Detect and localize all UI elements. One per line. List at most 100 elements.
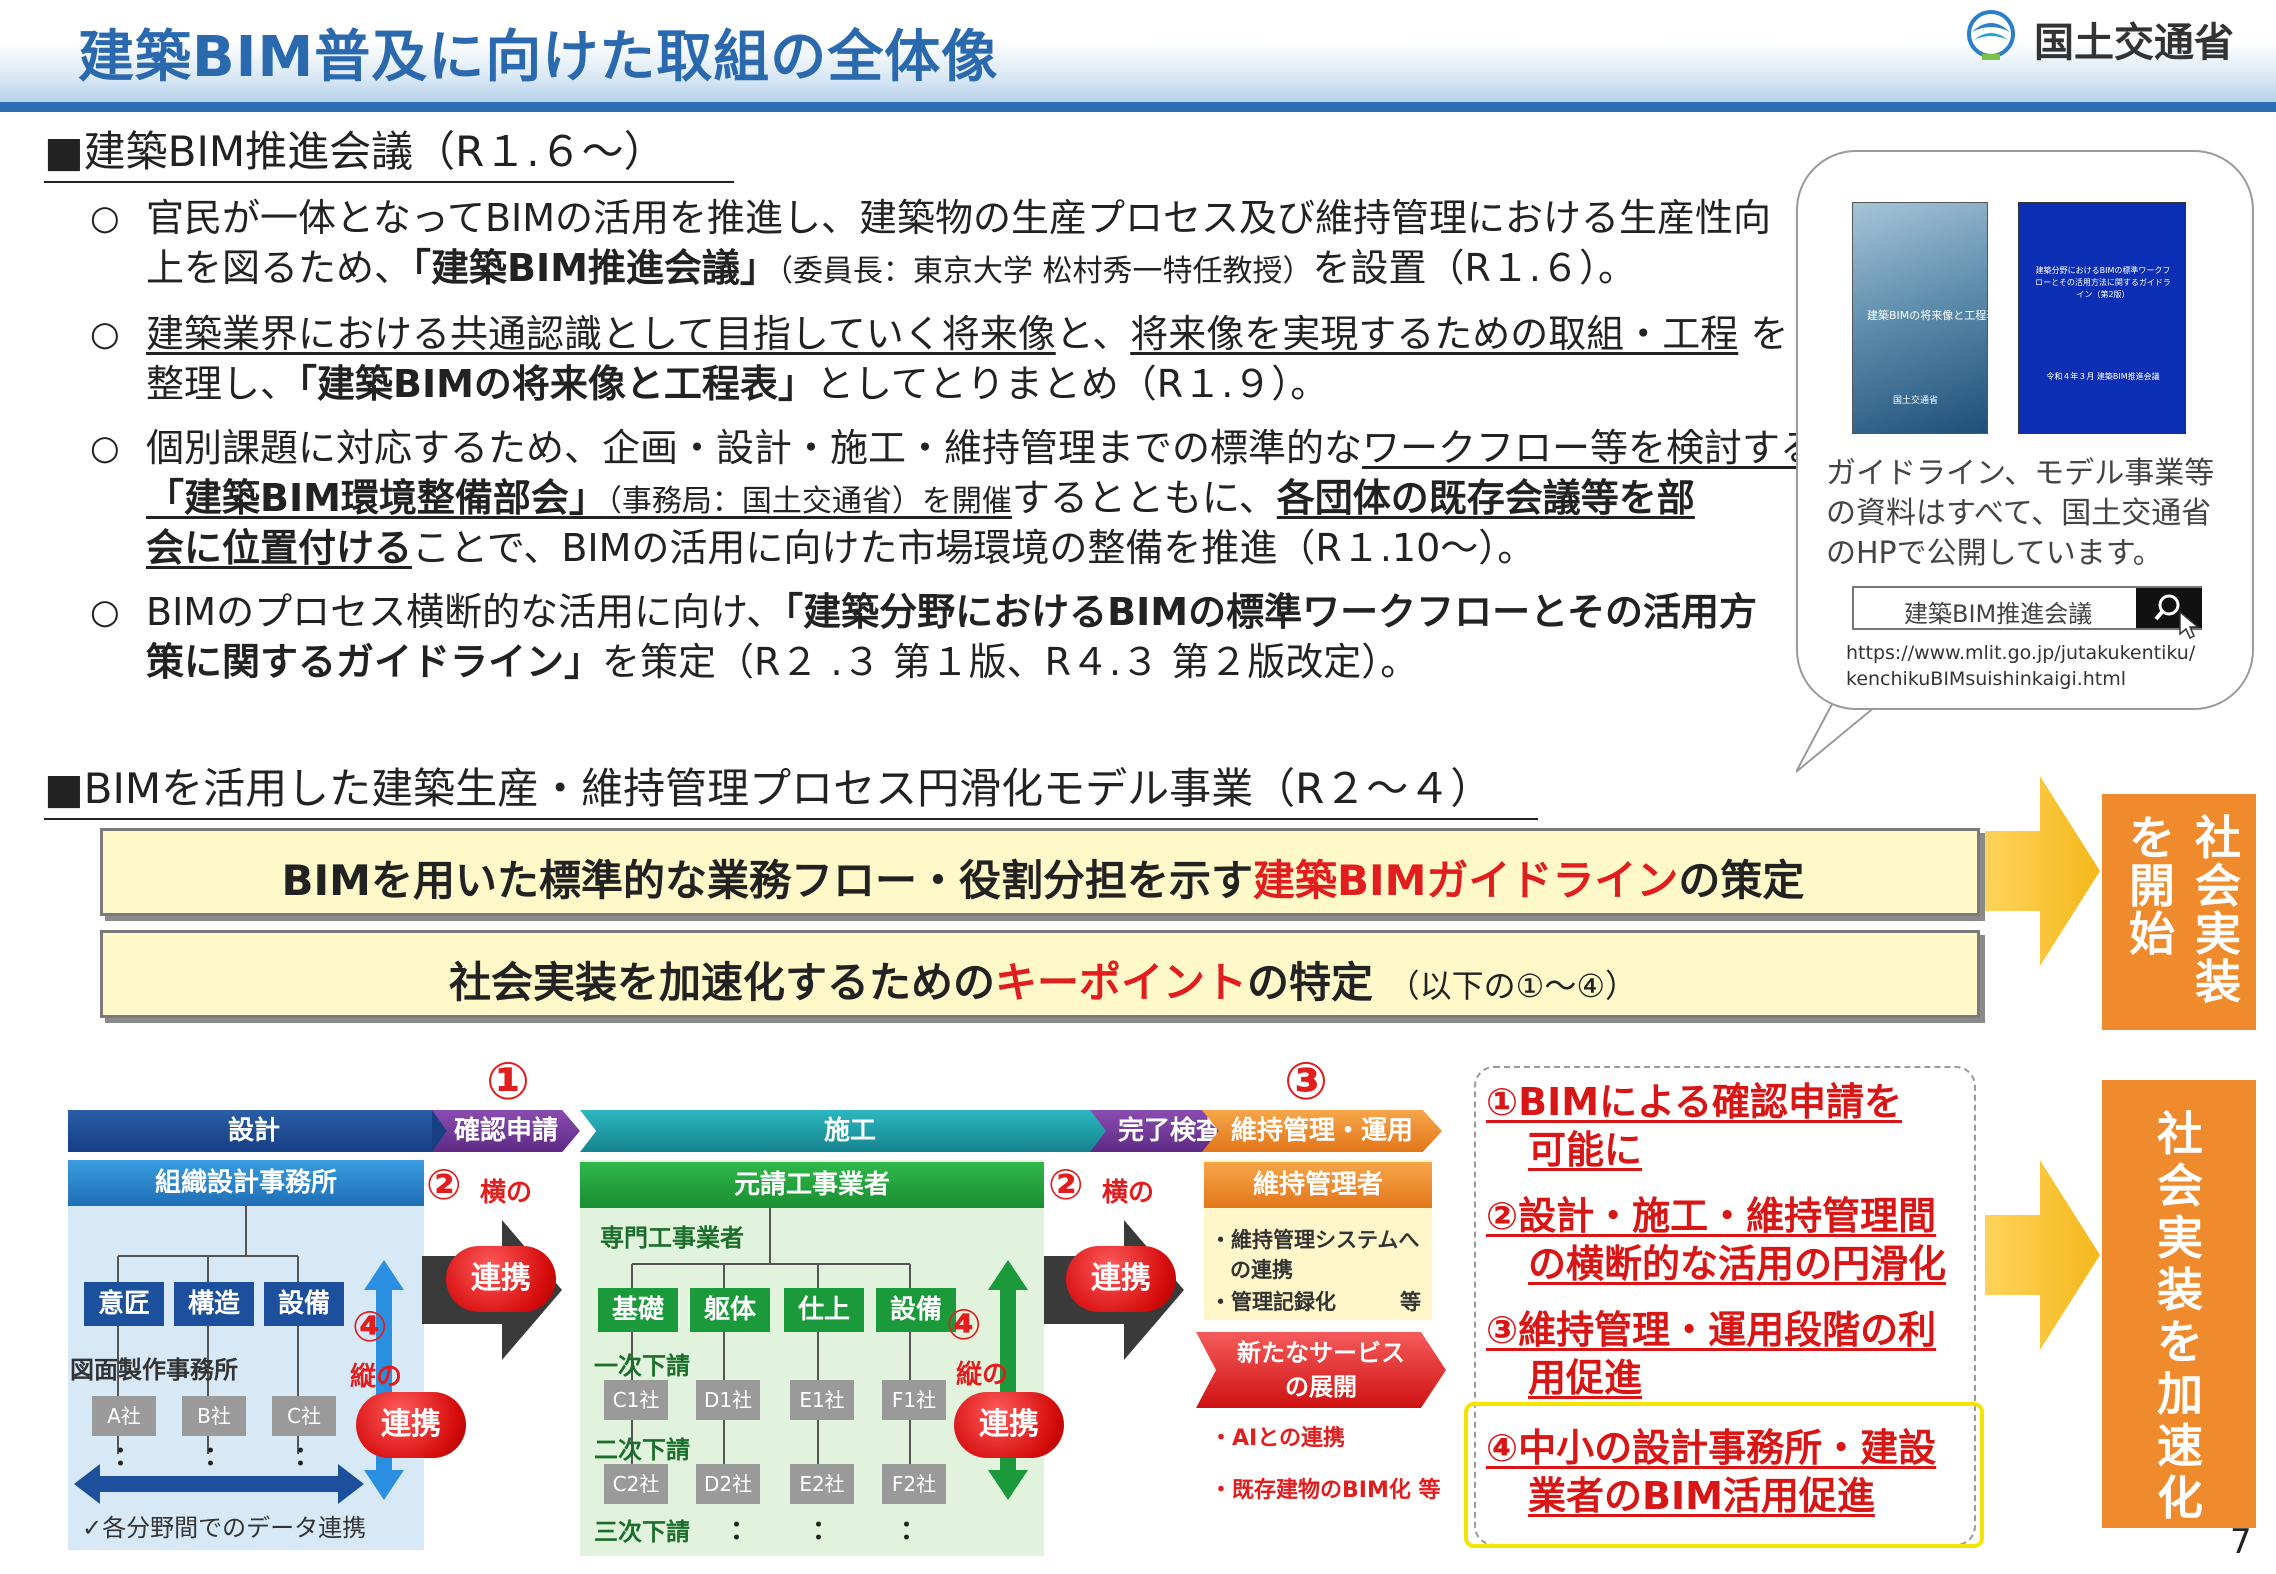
section1-heading: ■建築BIM推進会議（R１.６～）	[44, 118, 734, 183]
key-number-3: ③	[1284, 1052, 1329, 1112]
text-run-red: 建築BIMガイドライン	[1252, 856, 1679, 905]
phase-arrow-icon	[432, 1110, 452, 1152]
company-d2: D2社	[696, 1464, 760, 1504]
maint-etc: 等	[1400, 1290, 1421, 1314]
new-service-line: 新たなサービス	[1237, 1339, 1405, 1367]
data-link-label: ✓各分野間でのデータ連携	[82, 1514, 367, 1542]
cursor-pointer-icon	[2179, 610, 2200, 640]
design-office-header: 組織設計事務所	[68, 1160, 424, 1206]
big-arrow-right-icon	[1985, 776, 2100, 966]
text-run: 上を図るため、	[146, 246, 413, 290]
section2-heading: ■BIMを活用した建築生産・維持管理プロセス円滑化モデル事業（R２～４）	[44, 755, 1538, 820]
roadmap-book-cover: 建築BIMの将来像と工程表 国土交通省	[1852, 202, 1998, 434]
text-run-bold: 「建築分野におけるBIMの標準ワークフローとその活用方	[784, 590, 1757, 634]
search-icon	[2154, 594, 2180, 621]
text-run-bold: 「建築BIM環境整備部会」	[146, 476, 607, 520]
book-publisher: 国土交通省	[1893, 396, 1939, 406]
logo-text: 国土交通省	[2034, 20, 2234, 66]
keypoints-panel	[1474, 1066, 1976, 1546]
text-run: 官民が一体となってBIMの活用を推進し、建築物の生産プロセス及び維持管理における…	[146, 196, 1772, 240]
bullet-line: 個別課題に対応するため、企画・設計・施工・維持管理までの標準的なワークフロー等を…	[146, 424, 1818, 472]
mlit-logo: 国土交通省	[1962, 6, 2262, 66]
new-service-header: 新たなサービス の展開	[1196, 1332, 1446, 1408]
renkei-cloud: 連携	[446, 1246, 556, 1312]
maint-item: ・管理記録化	[1210, 1290, 1336, 1314]
design-ishou: 意匠	[84, 1282, 164, 1326]
keypoint-2: ②設計・施工・維持管理間の横断的な活用の円滑化	[1486, 1192, 1976, 1288]
text-run-underline: 将来像を実現するための取組・工程	[1130, 312, 1739, 356]
vertical-text: 社会実装を加速化	[2157, 1107, 2203, 1525]
text-run-underline: 建築業界における共通認識として目指していく将来像	[146, 312, 1056, 356]
bim-process-diagram: 設計 確認申請 施工 完了検査 維持管理・運用 ① ③ 組織設計事務所 意匠 構…	[60, 1052, 1460, 1560]
trade-kiso: 基礎	[598, 1288, 678, 1332]
design-setsubi: 設備	[264, 1282, 344, 1326]
company-a: A社	[92, 1396, 156, 1436]
bullet-line: BIMのプロセス横断的な活用に向け、「建築分野におけるBIMの標準ワークフローと…	[146, 588, 1757, 636]
contractor-header: 元請工事業者	[580, 1162, 1044, 1208]
url-text[interactable]: kenchikuBIMsuishinkaigi.html	[1846, 668, 2127, 690]
tier1-label: 一次下請	[594, 1352, 690, 1380]
vertical-text: を開始	[2129, 811, 2175, 961]
mlit-logo-icon	[1967, 10, 2015, 60]
keypoint-bar: 社会実装を加速化するためのキーポイントの特定 （以下の①～④）	[100, 930, 1980, 1018]
text-run-bold: 各団体の既存会議等を部	[1276, 476, 1695, 520]
text-run: するとともに、	[1011, 476, 1277, 520]
company-e2: E2社	[790, 1464, 854, 1504]
text-run: BIMを用いた標準的な業務フロー・役割分担を示す	[281, 856, 1253, 905]
dots: ：	[204, 1442, 231, 1472]
search-box[interactable]: 建築BIM推進会議	[1852, 586, 2202, 640]
text-run: ことで、BIMの活用に向けた市場環境の整備を推進（R１.10～）。	[412, 526, 1536, 570]
new-service-line: の展開	[1285, 1373, 1357, 1401]
keypoint-line: 可能に	[1528, 1128, 1643, 1172]
text-run: を	[1738, 312, 1789, 356]
guideline-book-cover: 建築分野におけるBIMの標準ワークフローとその活用方法に関するガイドライン（第2…	[2018, 202, 2186, 434]
callout-note: ガイドライン、モデル事業等の資料はすべて、国土交通省のHPで公開しています。	[1826, 456, 2215, 571]
bullet-mark: ○	[90, 428, 120, 468]
company-f2: F2社	[882, 1464, 946, 1504]
yoko-label: 横の	[1102, 1178, 1155, 1208]
bullet-mark: ○	[90, 314, 120, 354]
bullet-line: 整理し、「建築BIMの将来像と工程表」としてとりまとめ（R１.９）。	[146, 360, 1328, 408]
bullet-line: 策に関するガイドライン」を策定（R２ .３ 第１版、R４.３ 第２版改定）。	[146, 638, 1418, 686]
tate-label: 縦の	[350, 1362, 403, 1392]
company-c2: C2社	[604, 1464, 668, 1504]
text-run: と、	[1055, 312, 1131, 356]
bullet-line: 「建築BIM環境整備部会」（事務局：国土交通省）を開催するとともに、各団体の既存…	[146, 474, 1695, 526]
header-rule	[0, 102, 2276, 112]
bullet-mark: ○	[90, 592, 120, 632]
text-run-small: （事務局：国土交通省）を開催	[606, 484, 1012, 519]
bar-text: BIMを用いた標準的な業務フロー・役割分担を示す建築BIMガイドラインの策定	[103, 847, 1983, 908]
phase-design: 設計	[68, 1110, 440, 1152]
company-b: B社	[182, 1396, 246, 1436]
implementation-accelerate-box: 社会実装を加速化	[2102, 1080, 2256, 1528]
keypoint-highlight	[1464, 1402, 1984, 1548]
keypoint-line: 業者のBIM活用促進	[1528, 1474, 1875, 1518]
text-run-small: （委員長：東京大学 松村秀一特任教授）	[777, 254, 1313, 289]
text-run: の策定	[1678, 856, 1805, 905]
trade-setsubi: 設備	[876, 1288, 956, 1332]
guideline-bar: BIMを用いた標準的な業務フロー・役割分担を示す建築BIMガイドラインの策定	[100, 828, 1980, 916]
url-text[interactable]: https://www.mlit.go.jp/jutakukentiku/	[1846, 642, 2196, 664]
book-title: 建築BIMの将来像と工程表	[1867, 309, 1998, 322]
keypoint-line: ③維持管理・運用段階の利	[1486, 1308, 1937, 1352]
text-run-bold: 「建築BIM推進会議」	[412, 246, 778, 290]
renkei-cloud: 連携	[1066, 1246, 1176, 1312]
renkei-cloud: 連携	[954, 1392, 1064, 1458]
keypoint-4: ④中小の設計事務所・建設業者のBIM活用促進	[1486, 1424, 1976, 1520]
bullet-line: 建築業界における共通認識として目指していく将来像と、将来像を実現するための取組・…	[146, 310, 1788, 358]
keypoint-line: の横断的な活用の円滑化	[1528, 1242, 1947, 1286]
vertical-text: 社会実装	[2195, 811, 2241, 1009]
dots: ：	[294, 1442, 321, 1472]
phase-iji: 維持管理・運用	[1202, 1110, 1442, 1152]
text-run: 個別課題に対応するため、企画・設計・施工・維持管理までの標準的な	[146, 426, 1363, 470]
bullet-line: 上を図るため、「建築BIM推進会議」（委員長：東京大学 松村秀一特任教授）を設置…	[146, 244, 1636, 296]
dots: ：	[812, 1516, 839, 1546]
slide-header: 建築BIM普及に向けた取組の全体像 国土交通省	[0, 0, 2276, 112]
design-kouzou: 構造	[174, 1282, 254, 1326]
text-run: 社会実装を加速化するための	[448, 958, 995, 1007]
bullet-line: 会に位置付けることで、BIMの活用に向けた市場環境の整備を推進（R１.10～）。	[146, 524, 1535, 572]
bullet-mark: ○	[90, 198, 120, 238]
big-arrow-right-icon	[1985, 1160, 2100, 1350]
service-existing: ・既存建物のBIM化 等	[1210, 1478, 1441, 1503]
text-run: としてとりまとめ（R１.９）。	[815, 362, 1329, 406]
